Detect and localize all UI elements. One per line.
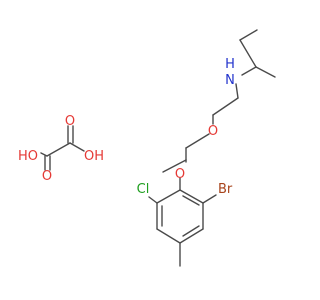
bond-o-ch2-b — [185, 133, 210, 149]
bond-oxalic-c-oh — [69, 142, 85, 152]
ring-double-bond-a — [182, 195, 200, 206]
oxalic-oh-left-label: HO — [18, 149, 38, 164]
ring-bond-1 — [179, 189, 204, 204]
amine-hydrogen-label: H — [225, 57, 235, 72]
ring-bond-3 — [179, 228, 204, 244]
bond-ch2-ch2-c — [162, 159, 187, 173]
bond-n-ch2 — [235, 83, 239, 99]
ring-bond-6 — [156, 189, 181, 204]
ring-bond-4 — [156, 228, 181, 244]
oxalic-o-top-label: O — [65, 114, 75, 129]
chlorine-label: Cl — [137, 182, 150, 197]
bond-ring-br — [202, 194, 217, 204]
bond-ethyl-end — [239, 29, 258, 41]
oxalic-o-bottom-label: O — [42, 169, 52, 184]
bond-oxalic-c-c — [46, 142, 71, 157]
ring-double-bond-b — [182, 225, 200, 237]
ether-oxygen-aryl-label: O — [175, 167, 185, 182]
bromine-label: Br — [218, 182, 233, 197]
bond-oxalic-ho-c — [40, 152, 48, 157]
bond-ring-cl — [148, 196, 158, 204]
amine-nitrogen-label: N — [225, 73, 235, 88]
molecule-diagram: H N O O Cl Br HO OH O O — [18, 29, 276, 267]
bond-ch2-ch2-a — [212, 97, 239, 116]
bond-methyl-branch — [255, 66, 276, 78]
bond-ethyl-ch2 — [239, 39, 257, 68]
oxalic-oh-right-label: OH — [84, 149, 104, 164]
bond-ch-n — [241, 66, 257, 76]
ether-oxygen-top-label: O — [208, 124, 218, 139]
